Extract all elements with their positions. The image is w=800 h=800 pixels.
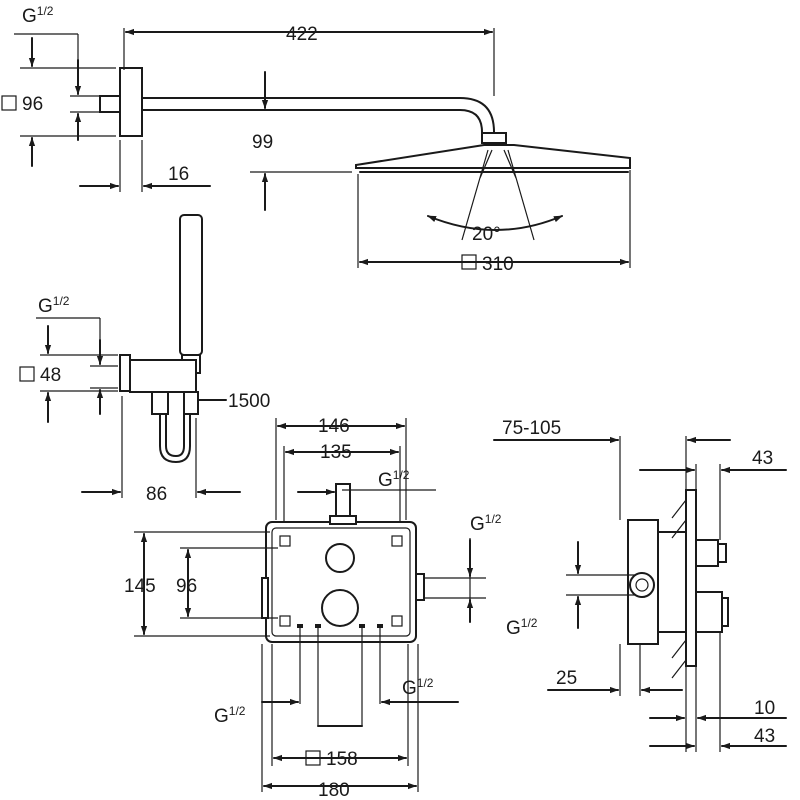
wall-flange [119, 67, 143, 137]
bottom-thread-left-label: G1/2 [214, 704, 246, 727]
corner-hole [279, 535, 291, 547]
side-port-circle [629, 572, 655, 598]
corner-hole [391, 535, 403, 547]
hand-shower-handle [179, 214, 203, 356]
lower-spindle-cap [721, 597, 729, 627]
shower-thread-label: G1/2 [22, 4, 54, 27]
flange-stub [99, 95, 121, 113]
bottom-thread-right-label: G1/2 [402, 676, 434, 699]
shower-arm [141, 97, 495, 136]
projection-label: 86 [146, 484, 167, 505]
arm-length-label: 422 [286, 24, 318, 45]
hose-nut [151, 391, 169, 415]
side-mount-plate [657, 531, 687, 633]
upper-spindle-cap [717, 543, 727, 563]
hose-loop [159, 413, 191, 463]
temperature-knob [325, 543, 355, 573]
spray-lines [461, 149, 535, 241]
hose-length-label: 1500 [228, 391, 270, 412]
head-size-label: 310 [482, 254, 514, 275]
inner-width-label: 135 [320, 442, 352, 463]
holder-flange [119, 354, 131, 392]
upper-spindle [695, 539, 719, 567]
square-symbol [461, 254, 477, 270]
hose-nut-lower [183, 391, 199, 415]
bottom-offset-label: 25 [556, 668, 577, 689]
flow-knob [321, 589, 359, 627]
hand-shower-view: G1/2 48 1500 86 [19, 214, 270, 505]
plate-thickness-label: 10 [754, 698, 775, 719]
drop-height-label: 99 [252, 132, 273, 153]
hand-thread-label: G1/2 [38, 294, 70, 317]
box-height-label: 145 [124, 576, 156, 597]
side-thread-label: G1/2 [470, 512, 502, 535]
side-port [415, 573, 425, 601]
hose-loop-inner [165, 413, 185, 457]
flange-size-label: 96 [22, 94, 43, 115]
shower-head-view: G1/2 96 422 99 16 20° 310 [1, 4, 631, 275]
top-thread-label: G1/2 [378, 468, 410, 491]
bottom-port-marks [299, 628, 381, 640]
bottom-dim-label: 43 [754, 726, 775, 747]
square-symbol [305, 750, 321, 766]
wall-offset-label: 16 [168, 164, 189, 185]
holder-size-label: 48 [40, 365, 61, 386]
cover-size-label: 158 [326, 749, 358, 770]
port-spacing-label: 96 [176, 576, 197, 597]
square-symbol [19, 366, 35, 382]
head-neck [481, 132, 507, 144]
square-symbol [1, 95, 17, 111]
left-port [261, 577, 269, 619]
top-inlet-nut [329, 515, 357, 525]
side-view-thread-label: G1/2 [506, 616, 538, 639]
outer-width-label: 146 [318, 416, 350, 437]
valve-front-view: 146 135 G1/2 G1/2 145 96 G1/2 G1/2 158 1… [124, 416, 502, 800]
depth-range-label: 75-105 [502, 418, 561, 439]
lower-spindle [695, 591, 723, 633]
top-dim-label: 43 [752, 448, 773, 469]
wall-holder [129, 359, 197, 393]
valve-side-view: 75-105 43 G1/2 25 10 43 [493, 418, 787, 752]
total-width-label: 180 [318, 780, 350, 800]
wall-hatching [671, 499, 687, 679]
corner-hole [391, 615, 403, 627]
spray-angle-label: 20° [472, 224, 501, 245]
spray-angle-arc [427, 215, 563, 231]
side-cover-plate [685, 489, 697, 667]
shower-head-disc [355, 144, 631, 169]
corner-hole [279, 615, 291, 627]
